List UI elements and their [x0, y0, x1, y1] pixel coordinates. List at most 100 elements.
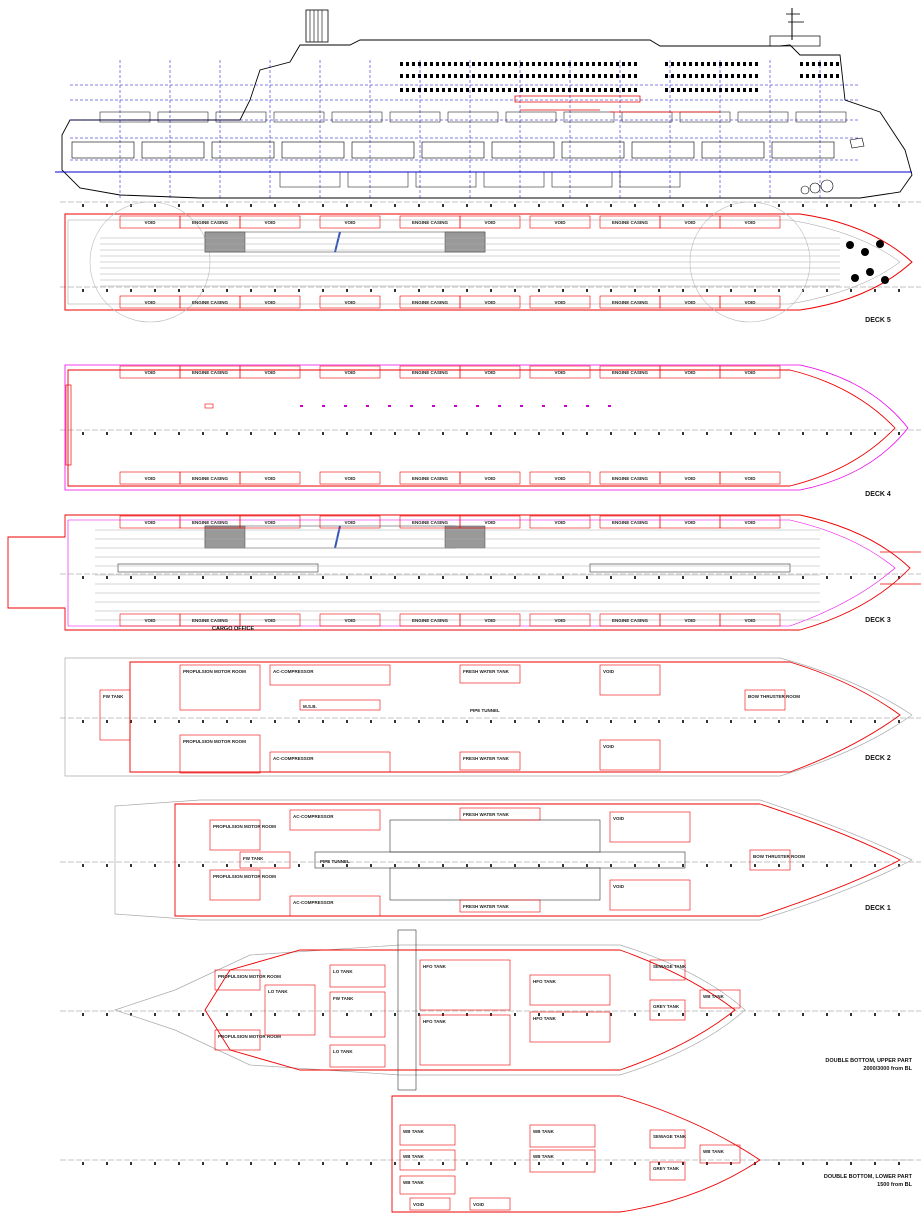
- frame-tick: [442, 432, 444, 435]
- frame-tick: [610, 432, 612, 435]
- frame-tick: [106, 720, 108, 723]
- profile-view: [55, 8, 913, 199]
- window: [836, 74, 839, 78]
- side-room: [319, 215, 381, 229]
- truck: [631, 141, 695, 159]
- room-label: ENGINE CASING: [192, 618, 229, 623]
- frame-tick: [490, 576, 492, 579]
- frame-tick: [802, 864, 804, 867]
- frame-tick: [826, 204, 828, 207]
- window: [490, 62, 493, 66]
- window: [478, 74, 481, 78]
- frame-tick: [634, 289, 636, 292]
- window: [424, 88, 427, 92]
- frame-tick: [514, 204, 516, 207]
- frame-tick: [178, 576, 180, 579]
- frame-tick: [130, 576, 132, 579]
- room-label: VOID: [344, 476, 356, 481]
- mooring-winch: [846, 241, 854, 249]
- mooring-winch: [876, 240, 884, 248]
- frame-tick: [658, 432, 660, 435]
- frame-tick: [850, 289, 852, 292]
- frame-tick: [130, 1013, 132, 1016]
- frame-tick: [658, 720, 660, 723]
- frame-tick: [610, 1162, 612, 1165]
- room-label: AC-COMPRESSOR: [273, 756, 314, 761]
- room-label: VOID: [484, 476, 496, 481]
- frame-tick: [106, 289, 108, 292]
- frame-tick: [178, 864, 180, 867]
- window: [628, 88, 631, 92]
- window: [460, 62, 463, 66]
- room: [299, 699, 381, 711]
- frame-tick: [874, 576, 876, 579]
- room-label: LO TANK: [333, 1049, 353, 1054]
- frame-tick: [850, 204, 852, 207]
- frame-tick: [394, 864, 396, 867]
- frame-tick: [706, 1162, 708, 1165]
- frame-tick: [490, 289, 492, 292]
- window: [610, 74, 613, 78]
- frame-tick: [634, 432, 636, 435]
- room: [239, 851, 291, 869]
- truck: [415, 171, 477, 188]
- window: [472, 88, 475, 92]
- frame-tick: [466, 289, 468, 292]
- frame-tick: [346, 576, 348, 579]
- room-label: ENGINE CASING: [192, 476, 229, 481]
- frame-tick: [898, 1162, 900, 1165]
- side-room: [529, 471, 591, 485]
- room-label: FW TANK: [333, 996, 354, 1001]
- mooring-winch: [866, 268, 874, 276]
- room-label: ENGINE CASING: [192, 220, 229, 225]
- window: [532, 74, 535, 78]
- frame-tick: [370, 204, 372, 207]
- window: [737, 88, 740, 92]
- window: [689, 88, 692, 92]
- cargo-office-label: CARGO OFFICE: [212, 626, 254, 632]
- window: [502, 62, 505, 66]
- deck-5-title: DECK 5: [865, 317, 891, 324]
- frame-tick: [562, 204, 564, 207]
- window: [454, 74, 457, 78]
- window: [830, 62, 833, 66]
- frame-tick: [778, 289, 780, 292]
- tank: [329, 991, 386, 1038]
- room: [269, 751, 391, 773]
- frame-tick: [442, 289, 444, 292]
- frame-tick: [874, 432, 876, 435]
- frame-tick: [754, 1013, 756, 1016]
- frame-tick: [562, 576, 564, 579]
- frame-tick: [322, 576, 324, 579]
- window: [622, 74, 625, 78]
- window: [580, 74, 583, 78]
- window: [830, 74, 833, 78]
- window: [442, 62, 445, 66]
- frame-tick: [730, 204, 732, 207]
- frame-tick: [514, 864, 516, 867]
- truck: [701, 141, 765, 159]
- room-label: VOID: [684, 618, 696, 623]
- room-label: VOID: [264, 300, 276, 305]
- window: [634, 74, 637, 78]
- tank: [529, 974, 611, 1006]
- room: [609, 879, 691, 911]
- tank: [649, 1161, 686, 1181]
- deck-3-title: DECK 3: [865, 617, 891, 624]
- frame-tick: [154, 1162, 156, 1165]
- frame-tick: [658, 289, 660, 292]
- room-label: VOID: [684, 476, 696, 481]
- room-label: PIPE TUNNEL: [470, 708, 500, 713]
- frame-tick: [682, 289, 684, 292]
- frame-tick: [466, 204, 468, 207]
- frame-tick: [826, 289, 828, 292]
- window: [448, 74, 451, 78]
- frame-tick: [586, 1013, 588, 1016]
- room-label: VOID: [484, 520, 496, 525]
- frame-tick: [514, 1162, 516, 1165]
- frame-tick: [562, 864, 564, 867]
- profile-windows: [400, 62, 839, 92]
- frame-tick: [778, 864, 780, 867]
- frame-tick: [394, 1162, 396, 1165]
- window: [424, 74, 427, 78]
